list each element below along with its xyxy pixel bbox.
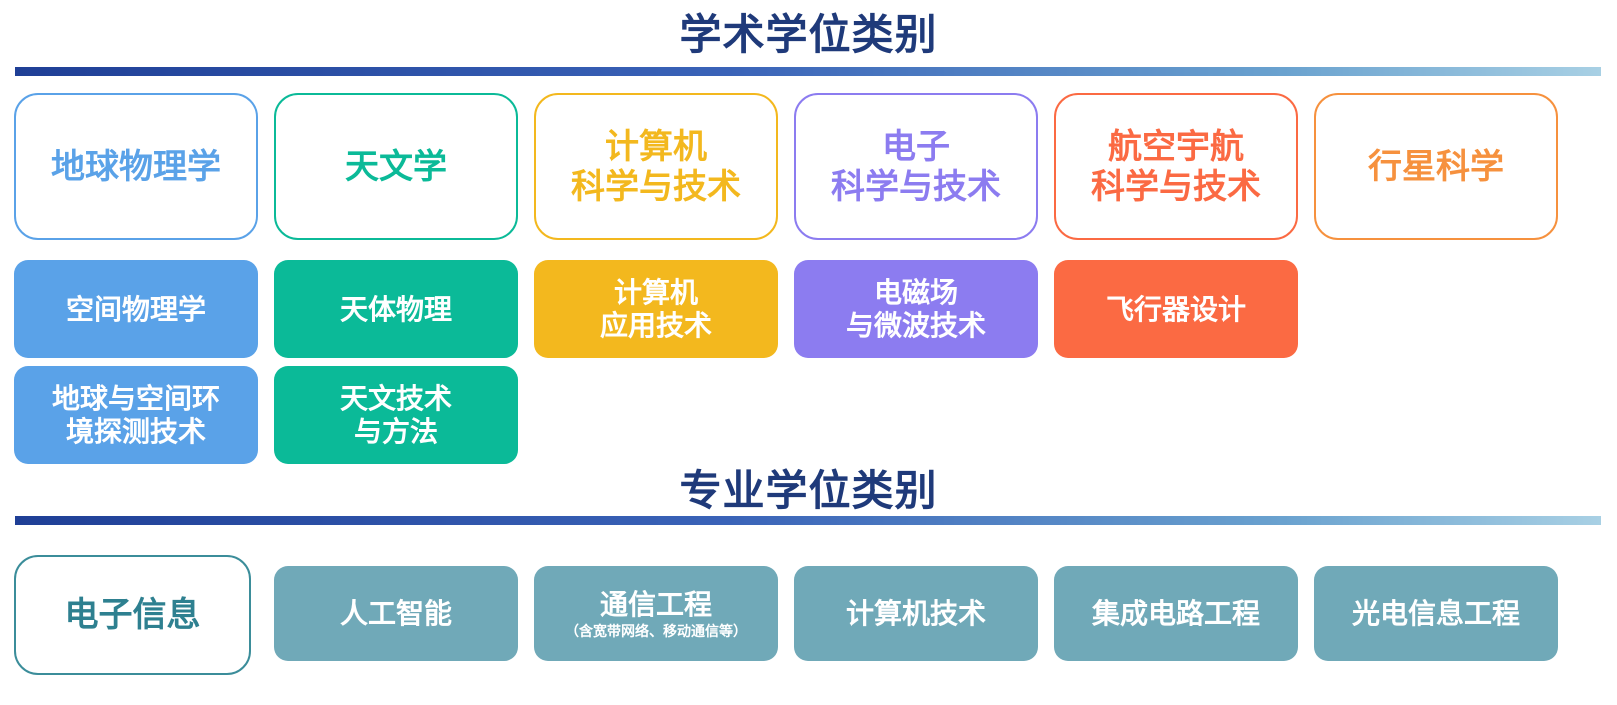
professional-category-label: 电子信息 [64, 595, 201, 635]
professional-field-note: （含宽带网络、移动通信等） [565, 623, 747, 640]
professional-field-label: 通信工程 [599, 587, 712, 621]
professional-field-label: 光电信息工程 [1351, 597, 1520, 630]
discipline-label: 电子 [882, 126, 950, 167]
subject-label: 天文技术 [339, 382, 452, 415]
professional-divider [15, 516, 1601, 525]
discipline-label: 行星科学 [1368, 146, 1504, 187]
professional-field-label: 集成电路工程 [1091, 597, 1260, 630]
subject-label: 应用技术 [599, 309, 712, 342]
professional-category-card: 电子信息 [14, 555, 251, 675]
discipline-label: 地球物理学 [51, 146, 221, 187]
professional-field-card: 光电信息工程 [1314, 566, 1558, 661]
discipline-card: 航空宇航科学与技术 [1054, 93, 1298, 240]
discipline-card: 行星科学 [1314, 93, 1558, 240]
discipline-label: 科学与技术 [831, 166, 1001, 207]
subject-card: 空间物理学 [14, 260, 258, 358]
discipline-card: 计算机科学与技术 [534, 93, 778, 240]
subject-label: 计算机 [613, 276, 698, 309]
subject-label: 与方法 [353, 415, 438, 448]
subject-card: 天文技术与方法 [274, 366, 518, 464]
subject-label: 空间物理学 [65, 292, 206, 326]
professional-field-label: 人工智能 [339, 597, 452, 630]
subject-label: 境探测技术 [65, 415, 206, 448]
subject-label: 电磁场 [873, 276, 958, 309]
subject-label: 与微波技术 [845, 309, 986, 342]
discipline-label: 航空宇航 [1108, 126, 1244, 167]
professional-field-card: 人工智能 [274, 566, 518, 661]
subject-card: 天体物理 [274, 260, 518, 358]
subject-label: 天体物理 [339, 292, 452, 326]
discipline-card: 电子科学与技术 [794, 93, 1038, 240]
discipline-card: 天文学 [274, 93, 518, 240]
subject-card: 地球与空间环境探测技术 [14, 366, 258, 464]
academic-divider [15, 67, 1601, 76]
subject-card: 电磁场与微波技术 [794, 260, 1038, 358]
discipline-label: 天文学 [345, 146, 447, 187]
professional-field-card: 集成电路工程 [1054, 566, 1298, 661]
professional-section-title: 专业学位类别 [679, 466, 938, 515]
subject-label: 飞行器设计 [1105, 292, 1246, 326]
professional-field-card: 通信工程 （含宽带网络、移动通信等） [534, 566, 778, 661]
subject-card: 飞行器设计 [1054, 260, 1298, 358]
subject-label: 地球与空间环 [51, 382, 220, 415]
discipline-label: 科学与技术 [571, 166, 741, 207]
professional-field-label: 计算机技术 [845, 597, 986, 630]
discipline-label: 计算机 [605, 126, 707, 167]
subject-card: 计算机应用技术 [534, 260, 778, 358]
professional-field-card: 计算机技术 [794, 566, 1038, 661]
discipline-card: 地球物理学 [14, 93, 258, 240]
academic-section-title: 学术学位类别 [679, 10, 938, 59]
discipline-label: 科学与技术 [1091, 166, 1261, 207]
